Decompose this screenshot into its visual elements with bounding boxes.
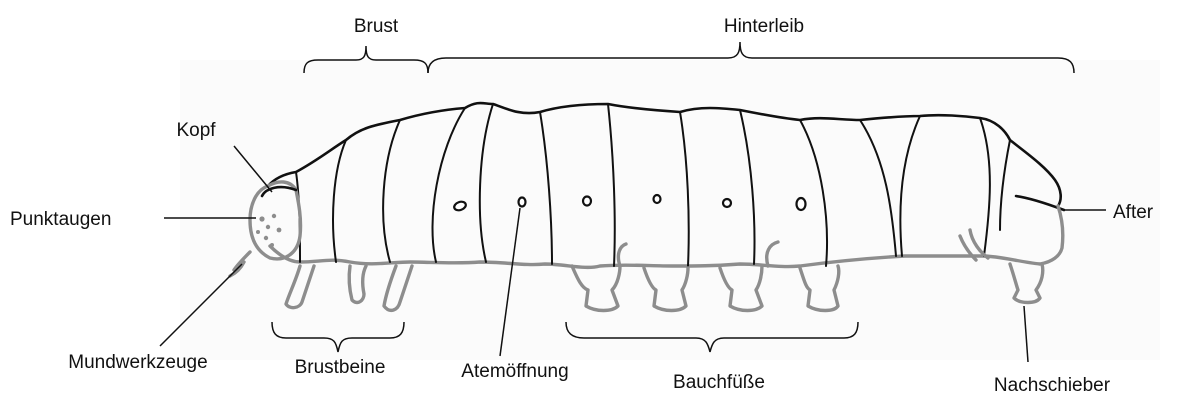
label-hinterleib: Hinterleib (724, 16, 804, 37)
label-nachschieber: Nachschieber (994, 375, 1111, 396)
label-punktaugen: Punktaugen (10, 209, 111, 230)
label-after: After (1113, 202, 1154, 223)
label-atemoeffnung: Atemöffnung (461, 361, 568, 382)
label-mundwerkzeuge: Mundwerkzeuge (68, 352, 207, 373)
caterpillar-body (180, 60, 1160, 360)
label-brustbeine: Brustbeine (295, 357, 386, 378)
label-bauchfuesse: Bauchfüße (673, 372, 765, 393)
label-brust: Brust (354, 16, 399, 37)
label-kopf: Kopf (176, 120, 216, 141)
